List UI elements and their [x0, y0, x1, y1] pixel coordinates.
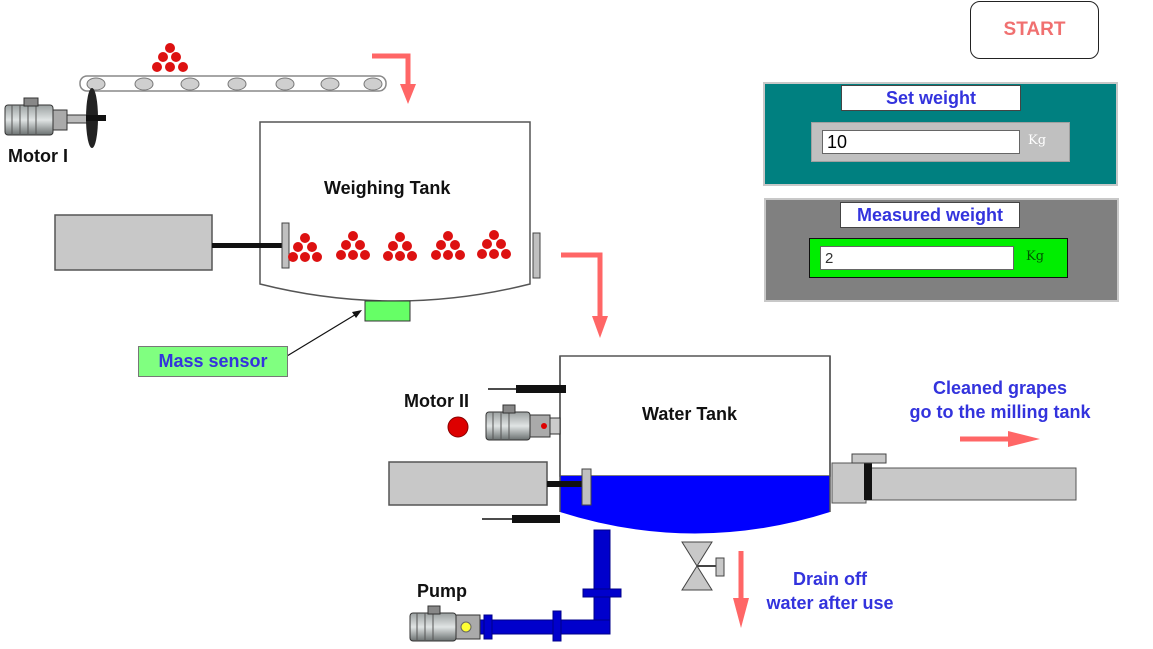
set-weight-field-frame: Kg: [811, 122, 1070, 162]
measured-weight-unit: Kg: [1026, 249, 1045, 264]
measured-weight-display: [820, 246, 1014, 270]
flow-arrow-to-weighing: [372, 53, 416, 104]
output-pipe: [831, 453, 1077, 504]
cleaned-grapes-arrow: [960, 431, 1040, 447]
motor-1-label: Motor I: [8, 146, 68, 166]
set-weight-input[interactable]: [822, 130, 1020, 154]
drain-note: Drain off water after use: [752, 567, 908, 615]
set-weight-unit: Kg: [1028, 133, 1047, 148]
pump-label: Pump: [417, 581, 468, 601]
motor-2-icon: [485, 404, 561, 441]
mass-sensor-icon: [364, 300, 411, 322]
mass-sensor-label: Mass sensor: [138, 346, 288, 377]
pump-icon: [409, 605, 481, 642]
grape-clusters-tank: [288, 230, 511, 262]
drain-arrow: [733, 551, 749, 628]
cleaned-grapes-note: Cleaned grapes go to the milling tank: [890, 376, 1110, 424]
bottom-shaft: [512, 515, 560, 523]
motor-2-shaft: [516, 385, 566, 393]
cleaned-grapes-line-2: go to the milling tank: [909, 402, 1091, 422]
motor-2-indicator: [447, 416, 469, 438]
set-weight-panel: Set weight Kg: [763, 82, 1118, 186]
mass-sensor-pointer: [286, 310, 362, 357]
motor-2-label: Motor II: [404, 391, 469, 411]
flow-arrow-to-water: [561, 252, 608, 338]
water-tank-label: Water Tank: [642, 404, 738, 424]
measured-weight-title: Measured weight: [840, 202, 1020, 228]
water-tank: [559, 355, 831, 534]
weighing-tank-label: Weighing Tank: [324, 178, 451, 198]
set-weight-title: Set weight: [841, 85, 1021, 111]
drain-line-2: water after use: [766, 593, 894, 613]
conveyor-belt: [79, 75, 387, 92]
motor-1-icon: [4, 88, 106, 148]
grape-cluster-conveyor: [152, 43, 188, 72]
start-button[interactable]: START: [970, 1, 1099, 59]
water-actuator: [388, 461, 592, 506]
pump-pipe: [479, 529, 622, 642]
cleaned-grapes-line-1: Cleaned grapes: [932, 378, 1068, 398]
drain-valve-icon: [681, 541, 725, 591]
weighing-tank: [259, 121, 531, 302]
measured-weight-panel: Measured weight Kg: [764, 198, 1119, 302]
drain-line-1: Drain off: [793, 569, 867, 589]
weighing-actuator: [54, 214, 541, 279]
measured-weight-field-frame: Kg: [809, 238, 1068, 278]
